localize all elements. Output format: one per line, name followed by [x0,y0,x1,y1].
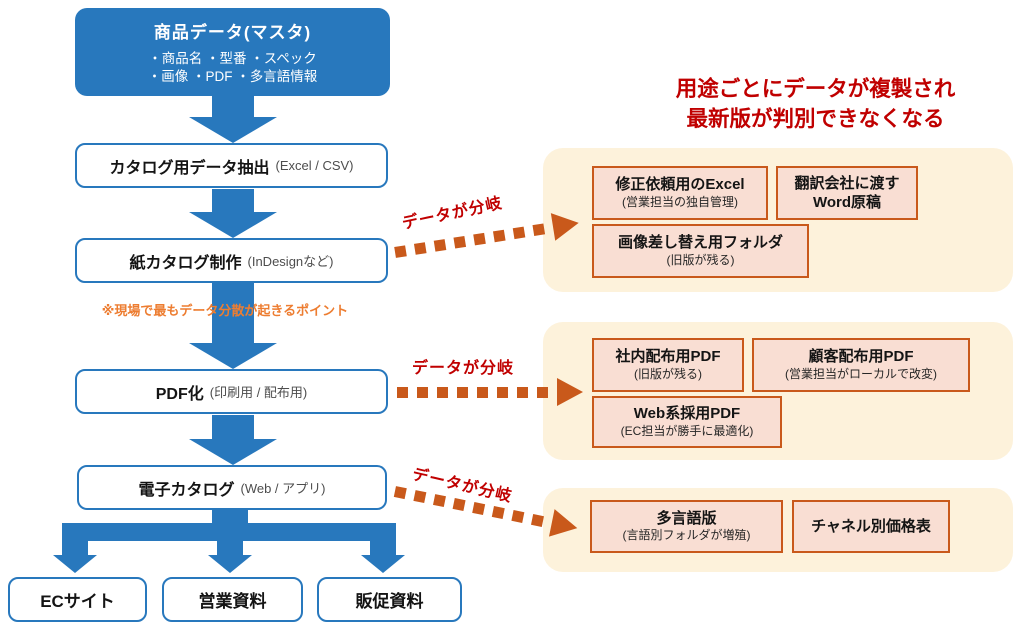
dup-item-sub: (旧版が残る) [634,366,702,381]
dash [453,235,466,249]
dup-item-multilingual: 多言語版 (言語別フォルダが増殖) [590,500,783,553]
branch-dashed-arrow-2 [397,378,583,406]
dup-item-web-pdf: Web系採用PDF (EC担当が勝手に最適化) [592,396,782,448]
step-catalog-extract: カタログ用データ抽出 (Excel / CSV) [75,143,388,188]
dash [437,386,448,398]
master-data-box: 商品データ(マスタ) ・商品名 ・型番 ・スペック ・画像 ・PDF ・多言語情… [75,8,390,96]
dash [473,232,486,245]
step-ecatalog: 電子カタログ (Web / アプリ) [77,465,387,510]
headline-line-2: 最新版が判別できなくなる [686,107,945,132]
dash [452,497,466,511]
step-print-catalog: 紙カタログ制作 (InDesignなど) [75,238,388,283]
step-title: PDF化 [155,385,204,403]
dup-item-title-line2: Word原稿 [812,194,882,211]
branch-label-2: データが分岐 [412,360,515,377]
dup-item-sub: (営業担当がローカルで改変) [785,366,937,381]
dup-item-internal-pdf: 社内配布用PDF (旧版が残る) [592,338,744,392]
dup-item-title: 画像差し替え用フォルダ [617,234,783,252]
dup-item-customer-pdf: 顧客配布用PDF (営業担当がローカルで改変) [752,338,970,392]
dash [511,509,525,523]
arrow-head-icon [548,509,581,542]
dup-item-title: 顧客配布用PDF [808,348,914,366]
dup-item-sub: (言語別フォルダが増殖) [622,528,751,543]
output-label: ECサイト [40,592,115,611]
problem-headline: 用途ごとにデータが複製され 最新版が判別できなくなる [608,74,1023,134]
dup-item-excel: 修正依頼用のExcel (営業担当の独自管理) [592,166,768,220]
dash [413,241,427,255]
step-title: カタログ用データ抽出 [109,159,270,177]
dash [472,501,486,515]
dash [413,489,427,503]
dash [491,505,505,519]
dup-item-word: 翻訳会社に渡す Word原稿 [776,166,918,220]
dup-item-sub: (旧版が残る) [666,252,735,267]
arrow-head-icon [557,378,583,406]
dash [532,222,546,236]
dispersion-note: ※現場で最もデータ分散が起きるポイント [101,303,349,318]
dup-item-channel-pricelist: チャネル別価格表 [792,500,950,553]
dup-item-sub: (営業担当の独自管理) [622,194,738,209]
dup-item-image-folder: 画像差し替え用フォルダ (旧版が残る) [592,224,809,278]
output-sales-material: 営業資料 [162,577,303,622]
output-ec-site: ECサイト [8,577,147,622]
dash [457,386,468,398]
dash [477,386,488,398]
dash [393,485,407,499]
down-arrow-1 [189,96,277,143]
step-sub: (Web / アプリ) [240,481,326,496]
step-pdf: PDF化 (印刷用 / 配布用) [75,369,388,414]
dash [397,386,408,398]
dash [394,244,407,258]
down-arrow-4 [189,415,277,465]
dup-item-title: Web系採用PDF [633,405,741,423]
step-title: 紙カタログ制作 [129,254,242,272]
output-label: 営業資料 [198,592,267,611]
dup-item-title: 翻訳会社に渡す [794,174,900,192]
arrow-head-icon [550,209,581,241]
master-bullet-1: ・商品名 ・型番 ・スペック [148,51,317,66]
output-promo-material: 販促資料 [317,577,462,622]
step-sub: (InDesignなど) [247,254,334,269]
step-sub: (印刷用 / 配布用) [209,385,308,400]
dash [433,493,447,507]
master-bullet-2: ・画像 ・PDF ・多言語情報 [147,69,318,85]
branch-split-arrow [53,509,405,573]
dash [537,386,548,398]
dash [417,386,428,398]
dash [492,229,506,242]
down-arrow-3 [189,283,277,369]
output-label: 販促資料 [355,592,424,611]
dup-item-sub: (EC担当が勝手に最適化) [620,423,754,438]
dash [531,513,545,527]
dup-item-title: 修正依頼用のExcel [615,176,745,194]
dup-item-title: チャネル別価格表 [811,517,931,535]
dash [433,238,447,252]
dash [497,386,508,398]
step-title: 電子カタログ [138,481,235,499]
dash [512,226,526,239]
dup-item-title: 社内配布用PDF [615,348,721,366]
master-title: 商品データ(マスタ) [153,23,312,42]
step-sub: (Excel / CSV) [275,158,354,173]
dash [517,386,528,398]
headline-line-1: 用途ごとにデータが複製され [675,77,956,101]
dup-item-title: 多言語版 [656,509,717,527]
down-arrow-2 [189,189,277,238]
